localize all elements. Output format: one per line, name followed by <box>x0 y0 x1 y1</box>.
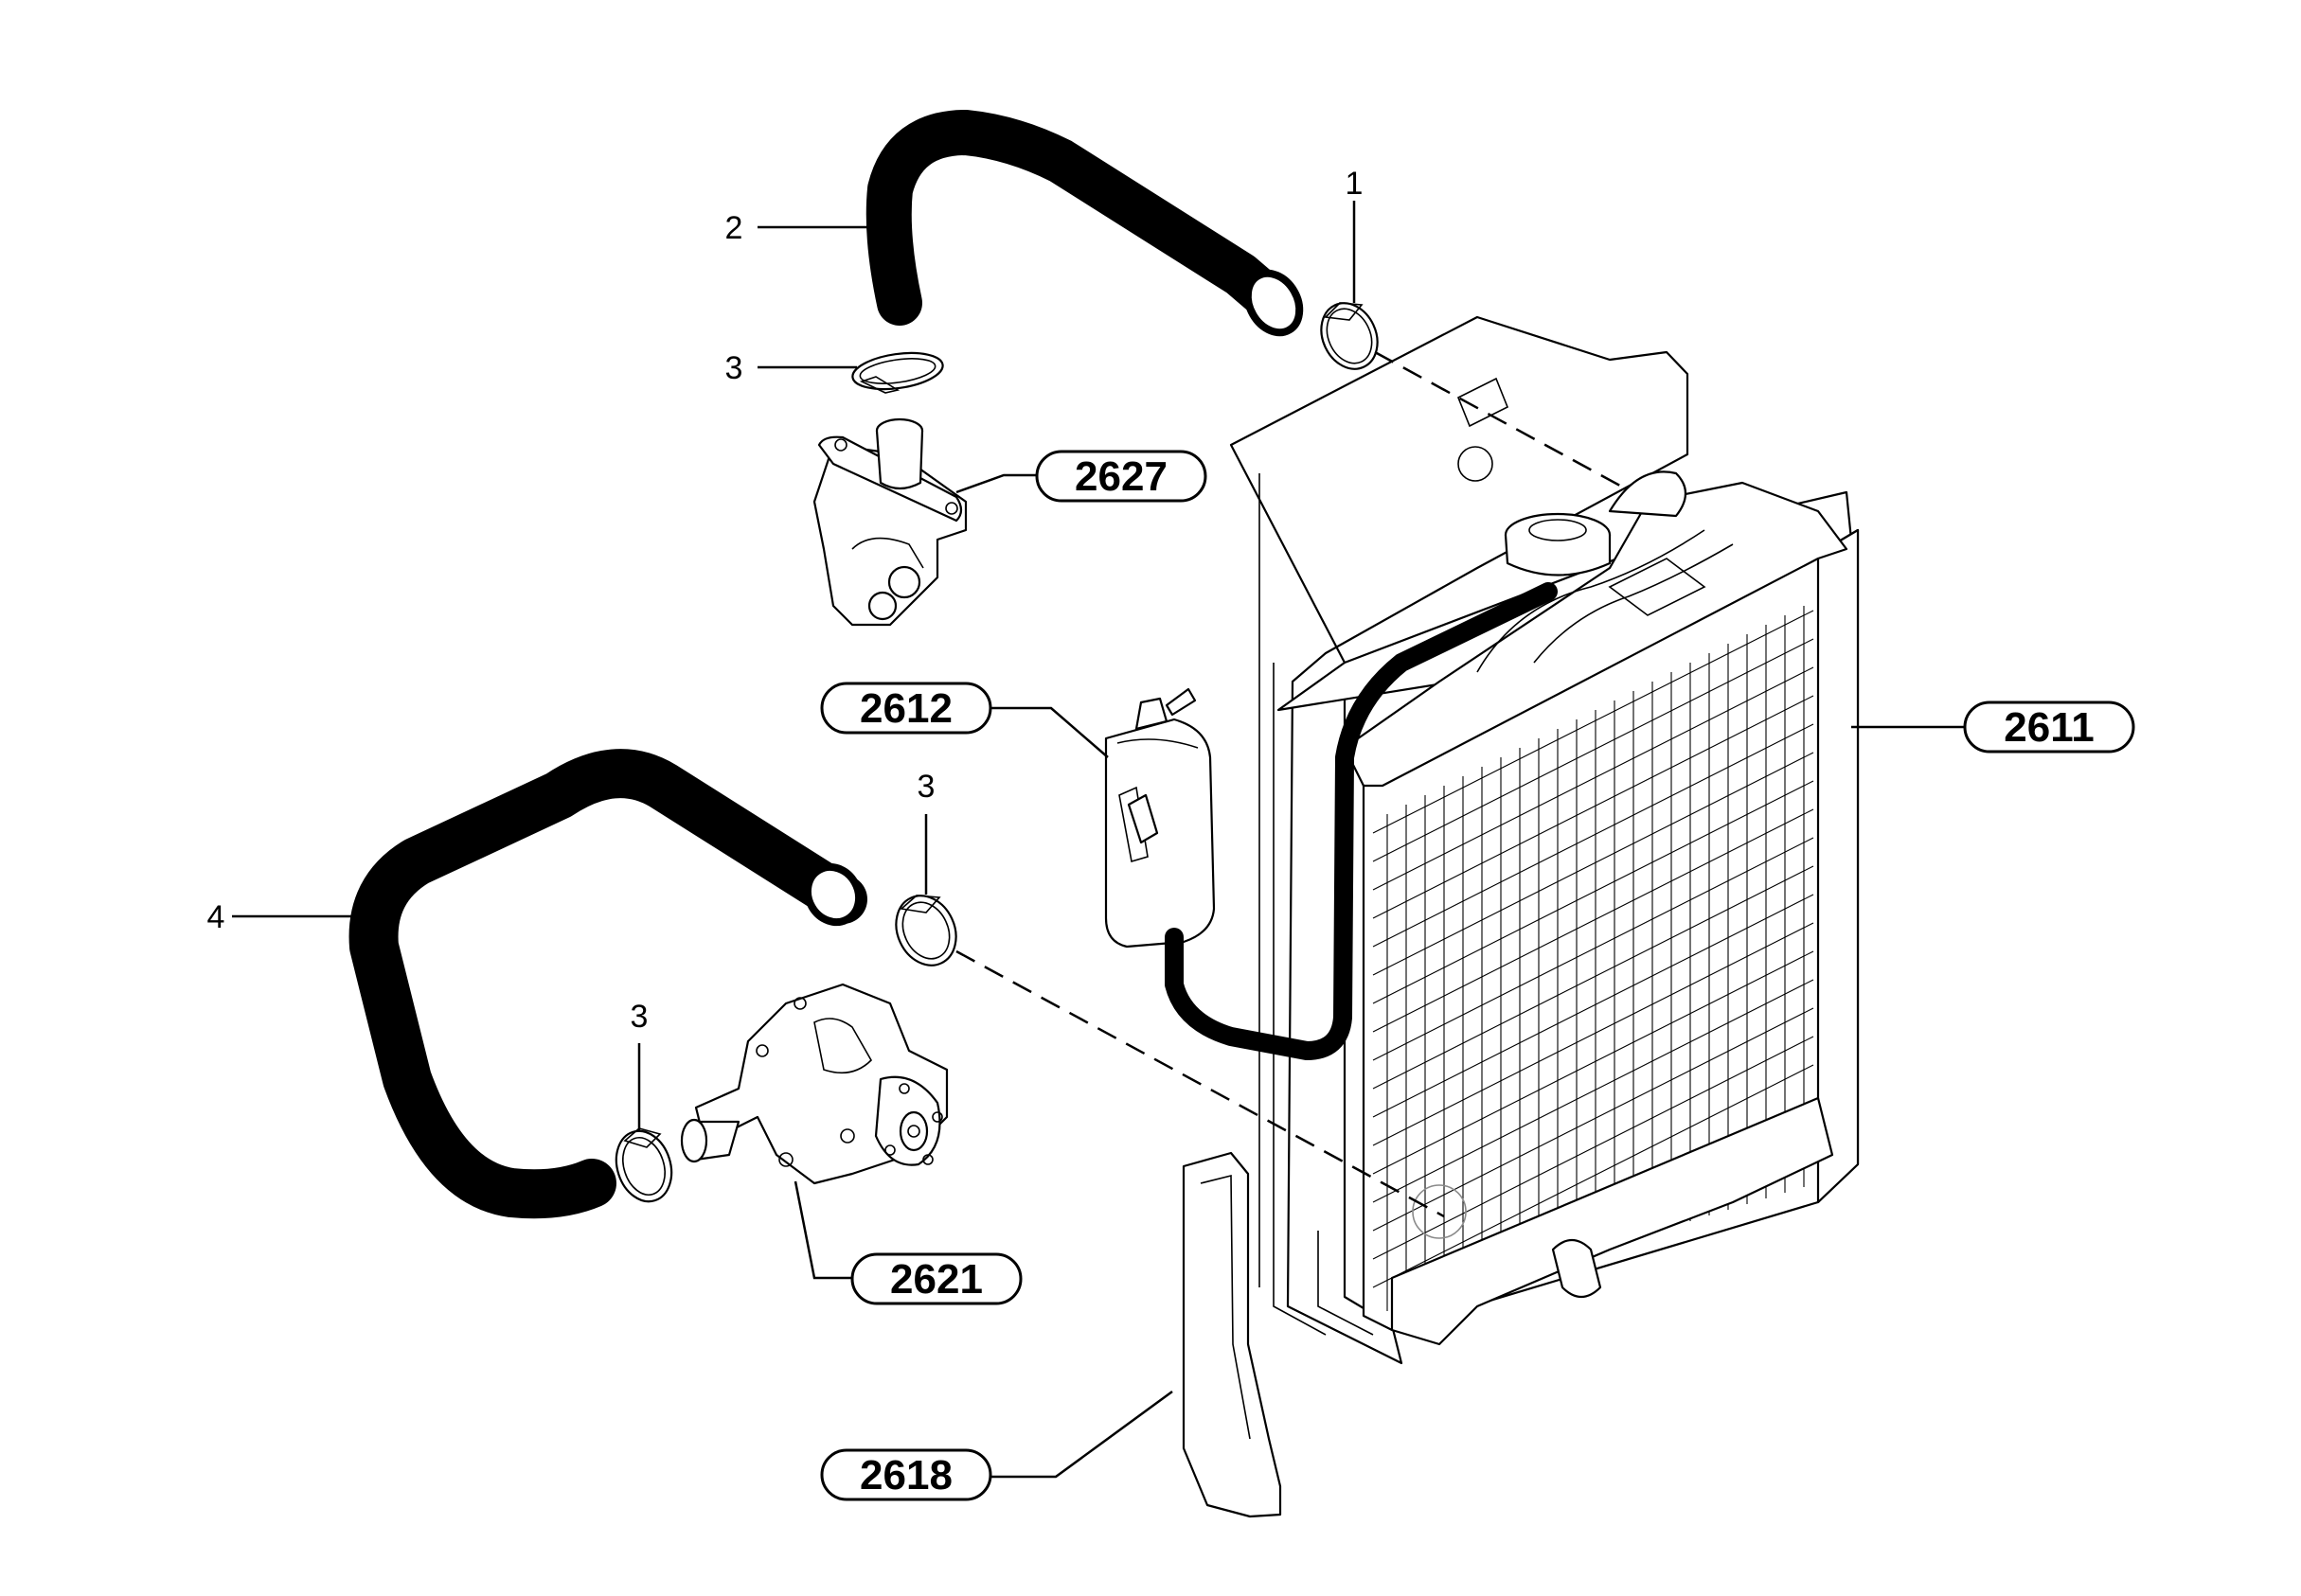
callout-2618[interactable]: 2618 <box>820 1448 992 1501</box>
item-number-3-thermostat-clamp: 3 <box>725 350 743 386</box>
callout-2611[interactable]: 2611 <box>1963 700 2135 754</box>
overflow-tube <box>1165 582 1558 1060</box>
callout-2627-label: 2627 <box>1075 453 1168 500</box>
clamp-item-1 <box>1320 302 1379 370</box>
clamp-lower-right <box>895 895 957 966</box>
callout-2612-label: 2612 <box>860 685 953 732</box>
alignment-line-upper <box>1374 350 1630 492</box>
item-number-3-lower-clamp: 3 <box>918 769 936 805</box>
item-number-3-pump-clamp: 3 <box>631 999 649 1035</box>
thermostat-housing-drawing <box>812 417 968 627</box>
callout-2627[interactable]: 2627 <box>1035 450 1207 503</box>
coolant-reservoir-drawing <box>1104 687 1216 949</box>
callout-2621-label: 2621 <box>890 1256 983 1303</box>
item-number-1: 1 <box>1346 166 1364 202</box>
clamp-thermostat <box>851 351 944 394</box>
callout-2621[interactable]: 2621 <box>850 1252 1023 1305</box>
alignment-line-lower <box>955 949 1445 1218</box>
water-pump-drawing <box>680 983 949 1185</box>
callout-2612[interactable]: 2612 <box>820 682 992 735</box>
callout-2611-label: 2611 <box>2004 704 2094 751</box>
clamp-pump <box>615 1127 673 1203</box>
radiator-drawing <box>1276 470 1860 1346</box>
callout-2618-label: 2618 <box>860 1452 953 1498</box>
radiator-core-fins <box>1372 606 1814 1311</box>
item-number-2: 2 <box>725 210 743 246</box>
item-number-4: 4 <box>207 899 225 935</box>
upper-radiator-hose <box>865 110 1304 337</box>
lower-radiator-hose <box>348 749 867 1219</box>
fan-shroud-drawing <box>1182 315 1689 1518</box>
leader-lines <box>232 201 1965 1479</box>
